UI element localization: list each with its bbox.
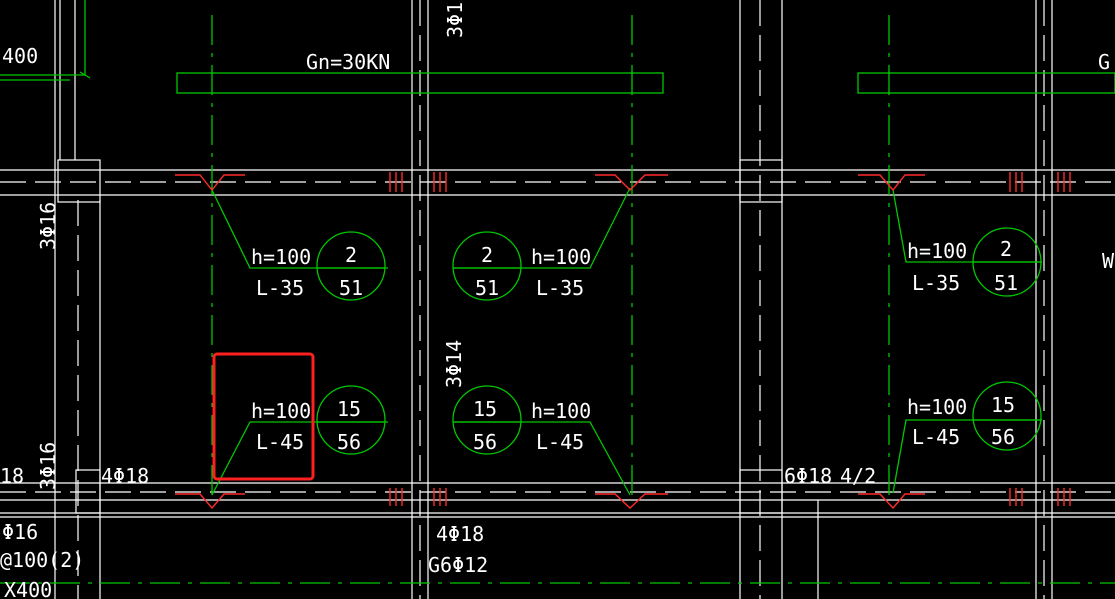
slab-number-top: 2 bbox=[345, 243, 357, 267]
highlight-box bbox=[212, 352, 315, 481]
slab-circle bbox=[452, 231, 522, 301]
dimension-label: X400 bbox=[4, 578, 52, 599]
load-label: Gn=30KN bbox=[306, 50, 390, 74]
slab-number-bottom: 51 bbox=[994, 271, 1018, 295]
fraction-label: 4/2 bbox=[840, 464, 876, 488]
slab-load: L-45 bbox=[912, 425, 960, 449]
load-label-partial: G bbox=[1098, 50, 1110, 74]
slab-thickness: h=100 bbox=[531, 399, 591, 423]
rebar-label: 18 bbox=[0, 464, 24, 488]
stirrup-label: @100(2) bbox=[0, 548, 84, 572]
slab-load: L-45 bbox=[256, 430, 304, 454]
slab-thickness: h=100 bbox=[907, 239, 967, 263]
rebar-label-vertical: 3Φ16 bbox=[36, 202, 60, 250]
slab-number-bottom: 56 bbox=[473, 430, 497, 454]
slab-thickness: h=100 bbox=[251, 245, 311, 269]
slab-thickness: h=100 bbox=[907, 395, 967, 419]
slab-circle bbox=[316, 231, 386, 301]
rebar-label: 4Φ18 bbox=[101, 464, 149, 488]
rebar-label: 6Φ18 bbox=[784, 464, 832, 488]
slab-number-bottom: 51 bbox=[339, 276, 363, 300]
beam-lines bbox=[0, 169, 1115, 518]
slab-load: L-45 bbox=[536, 430, 584, 454]
slab-load: L-35 bbox=[912, 271, 960, 295]
slab-circle bbox=[316, 385, 386, 455]
slab-number-top: 15 bbox=[337, 397, 361, 421]
slab-number-bottom: 56 bbox=[991, 425, 1015, 449]
slab-number-top: 15 bbox=[473, 397, 497, 421]
slab-load: L-35 bbox=[536, 276, 584, 300]
red-support-marks bbox=[175, 172, 1071, 510]
slab-number-top: 2 bbox=[481, 243, 493, 267]
edge-label: W bbox=[1102, 249, 1115, 273]
rebar-label-vertical: 3Φ14 bbox=[442, 340, 466, 388]
slab-thickness: h=100 bbox=[251, 399, 311, 423]
slab-number-bottom: 51 bbox=[475, 276, 499, 300]
dimension-label: 400 bbox=[2, 44, 38, 68]
slab-number-bottom: 56 bbox=[337, 430, 361, 454]
slab-load: L-35 bbox=[256, 276, 304, 300]
rebar-label: G6Φ12 bbox=[428, 553, 488, 577]
slab-circle bbox=[972, 381, 1042, 451]
slab-circle bbox=[452, 385, 522, 455]
column-squares bbox=[57, 159, 783, 514]
green-axis-lines bbox=[0, 0, 1115, 584]
column-lines bbox=[54, 0, 1053, 599]
rebar-label: 4Φ18 bbox=[436, 522, 484, 546]
slab-thickness: h=100 bbox=[531, 245, 591, 269]
rebar-label-vertical: 3Φ16 bbox=[36, 442, 60, 490]
rebar-label-vertical: 3Φ1 bbox=[443, 2, 467, 38]
slab-circle bbox=[972, 227, 1042, 297]
slab-number-top: 2 bbox=[1000, 237, 1012, 261]
slab-number-top: 15 bbox=[991, 393, 1015, 417]
load-beams bbox=[176, 72, 1115, 94]
rebar-label: Φ16 bbox=[2, 520, 38, 544]
